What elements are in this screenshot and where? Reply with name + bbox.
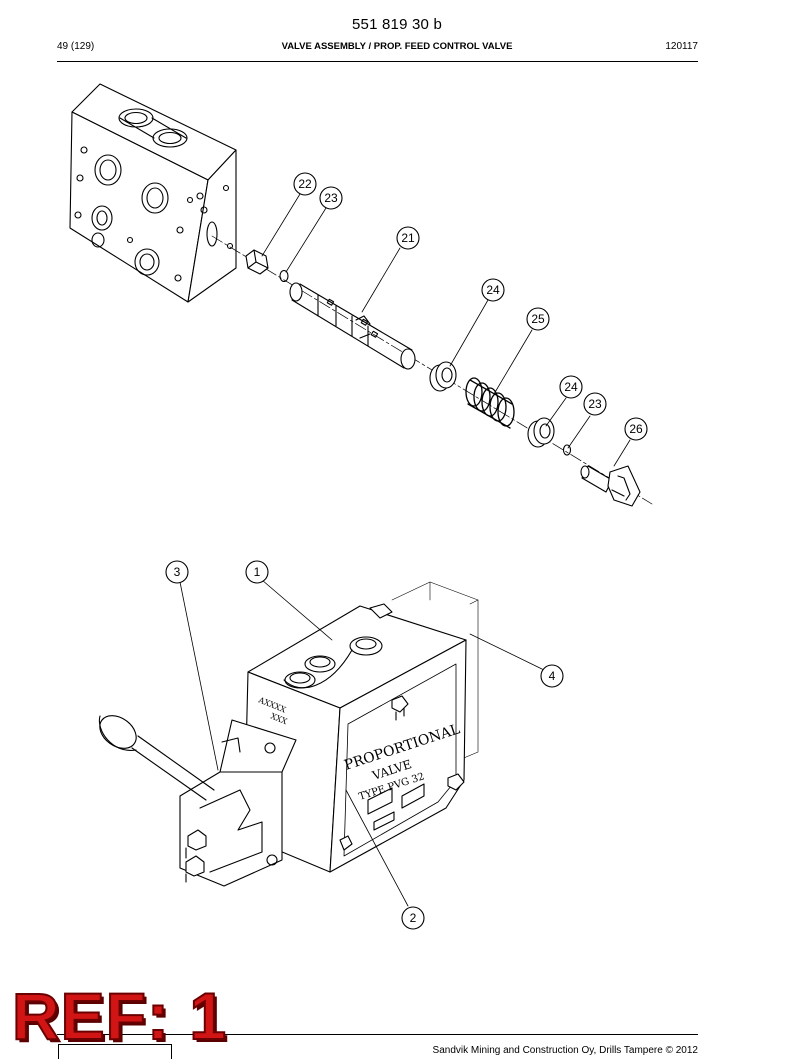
callouts-top: 22 23 21 24 25 24 23 26 — [293, 172, 648, 441]
leader-lines-top — [261, 193, 631, 467]
page-title: VALVE ASSEMBLY / PROP. FEED CONTROL VALV… — [281, 41, 513, 52]
callout-2: 2 — [401, 906, 425, 930]
svg-text:23: 23 — [324, 191, 338, 205]
company-logo-frame — [58, 1044, 172, 1059]
document-number: 551 819 30 b — [352, 16, 442, 33]
callout-25: 25 — [526, 307, 550, 331]
part-end-cap — [580, 465, 641, 507]
callout-23b: 23 — [583, 392, 607, 416]
part-spring-seat — [429, 361, 457, 392]
svg-text:23: 23 — [588, 397, 602, 411]
svg-text:2: 2 — [410, 911, 417, 925]
leader-lines-bottom — [179, 579, 545, 907]
lever-housing — [179, 719, 297, 887]
callouts-bottom: 3 1 4 2 — [165, 560, 564, 930]
svg-text:22: 22 — [298, 177, 312, 191]
callout-24b: 24 — [559, 375, 583, 399]
footer-copyright: Sandvik Mining and Construction Oy, Dril… — [432, 1045, 698, 1056]
reference-stamp: REF: 1 — [11, 979, 228, 1053]
callout-4: 4 — [540, 664, 564, 688]
callout-26: 26 — [624, 417, 648, 441]
part-spring-seat-2 — [527, 417, 555, 448]
lever-handle — [98, 715, 215, 801]
header-divider — [57, 61, 698, 62]
part-spring — [465, 377, 515, 429]
svg-text:26: 26 — [629, 422, 643, 436]
callout-1: 1 — [245, 560, 269, 584]
callout-22: 22 — [293, 172, 317, 196]
svg-text:21: 21 — [401, 231, 415, 245]
callout-3: 3 — [165, 560, 189, 584]
part-spool — [289, 282, 416, 370]
svg-text:24: 24 — [564, 380, 578, 394]
date-code: 120117 — [665, 41, 698, 52]
part-plug — [245, 249, 269, 275]
valve-section-block — [69, 83, 237, 303]
part-o-ring-2 — [562, 444, 572, 456]
page-number: 49 (129) — [57, 41, 95, 52]
callout-21: 21 — [396, 226, 420, 250]
svg-text:3: 3 — [174, 565, 181, 579]
part-o-ring — [279, 269, 289, 283]
callout-24: 24 — [481, 278, 505, 302]
part-end-plate-outline — [391, 581, 479, 769]
svg-text:1: 1 — [254, 565, 261, 579]
callout-23: 23 — [319, 186, 343, 210]
svg-text:25: 25 — [531, 312, 545, 326]
svg-text:24: 24 — [486, 283, 500, 297]
svg-text:4: 4 — [549, 669, 556, 683]
footer-divider — [57, 1034, 698, 1035]
